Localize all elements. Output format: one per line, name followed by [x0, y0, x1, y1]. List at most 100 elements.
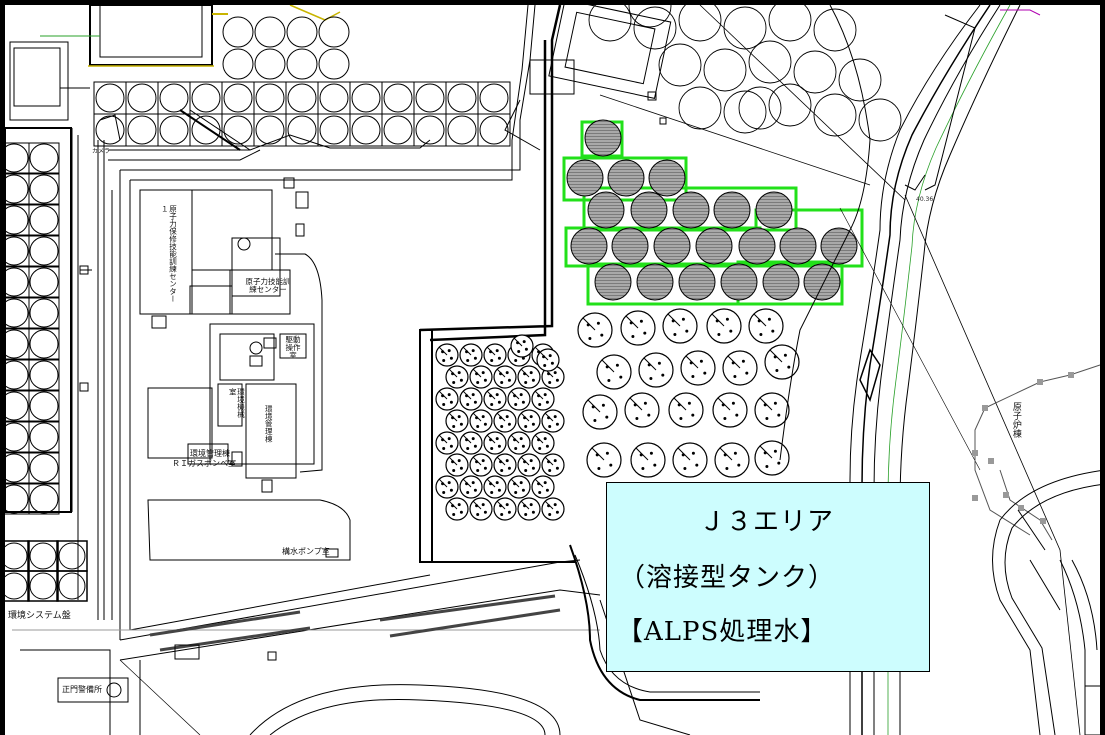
- tank: [286, 16, 318, 48]
- tank: [793, 50, 837, 94]
- welded-tank: [779, 227, 817, 265]
- tank: [29, 329, 59, 359]
- tank: [628, 0, 672, 28]
- tank: [287, 115, 317, 145]
- machine-room-label: 環境機械室: [228, 388, 246, 418]
- tank: [286, 48, 318, 80]
- system-panel-label: 環境システム盤: [8, 611, 71, 621]
- env-building-label: 環境管理棟: [264, 405, 274, 443]
- tank: [748, 40, 792, 84]
- map-frame-left: [0, 0, 5, 735]
- tank: [29, 542, 57, 570]
- tank: [351, 115, 381, 145]
- tank-rows-northwest: [93, 16, 511, 147]
- welded-tank: [653, 227, 691, 265]
- env-building-line1: 環境管理棟: [190, 449, 230, 458]
- tank: [29, 422, 59, 452]
- j3-fence-wall: [419, 329, 433, 563]
- tank: [813, 8, 857, 52]
- reactor-building-label: 原子炉棟: [1010, 402, 1021, 438]
- tank: [738, 86, 782, 130]
- callout-content-type: 【ALPS処理水】: [617, 617, 828, 647]
- west-frames: [4, 127, 113, 620]
- tank: [29, 267, 59, 297]
- area-callout-box: Ｊ３エリア （溶接型タンク） 【ALPS処理水】: [606, 482, 930, 672]
- tank: [588, 0, 632, 42]
- welded-tank: [594, 263, 632, 301]
- tank: [29, 236, 59, 266]
- tank: [447, 115, 477, 145]
- central-buildings: [57, 177, 351, 703]
- tank: [838, 58, 882, 102]
- operation-room-label: 駆動操作室: [285, 335, 301, 360]
- survey-markers: [972, 372, 1074, 524]
- tank: [0, 360, 29, 390]
- welded-tank: [630, 191, 668, 229]
- welded-tank: [607, 159, 645, 197]
- welded-tank: [695, 227, 733, 265]
- tank: [29, 174, 59, 204]
- main-gate-label: 正門警備所: [62, 685, 102, 694]
- northeast-structures: [504, 0, 672, 151]
- tank: [29, 298, 59, 328]
- corner-block: [1084, 685, 1105, 735]
- tank: [254, 16, 286, 48]
- pump-room-label: 構水ポンプ室: [282, 547, 330, 556]
- tank: [29, 205, 59, 235]
- tank: [0, 453, 29, 483]
- callout-tank-type: （溶接型タンク）: [619, 563, 836, 593]
- welded-tank: [713, 191, 751, 229]
- tank: [255, 83, 285, 113]
- tank: [29, 360, 59, 390]
- tank: [222, 16, 254, 48]
- tank: [768, 0, 812, 42]
- welded-tank: [648, 159, 686, 197]
- training-center-1-label: 原子力保修技能訓練センター１: [160, 205, 178, 303]
- tank: [658, 43, 702, 87]
- tank-column-west: [0, 142, 60, 515]
- road-network: [12, 4, 760, 735]
- tank: [0, 143, 29, 173]
- survey-line: [974, 364, 1101, 541]
- tank: [29, 143, 59, 173]
- map-frame-top: [0, 0, 1105, 5]
- tank: [633, 6, 677, 50]
- welded-tank: [584, 119, 622, 157]
- welded-tank: [755, 191, 793, 229]
- tank: [127, 83, 157, 113]
- tank: [415, 115, 445, 145]
- j3-fence-west: [419, 4, 562, 342]
- tank: [222, 48, 254, 80]
- tank: [383, 83, 413, 113]
- welded-tank: [762, 263, 800, 301]
- tank: [383, 115, 413, 145]
- tank: [95, 115, 125, 145]
- tank: [0, 267, 29, 297]
- welded-tank: [738, 227, 776, 265]
- callout-area-name: Ｊ３エリア: [699, 507, 835, 537]
- map-frame-right: [1100, 0, 1105, 735]
- tank: [255, 115, 285, 145]
- tank: [0, 205, 29, 235]
- welded-tank: [611, 227, 649, 265]
- tank: [415, 83, 445, 113]
- tank: [0, 298, 29, 328]
- welded-tank: [587, 191, 625, 229]
- welded-tank: [636, 263, 674, 301]
- tank: [29, 391, 59, 421]
- tank: [447, 83, 477, 113]
- tank: [479, 83, 509, 113]
- tank: [858, 98, 902, 142]
- welded-tank: [678, 263, 716, 301]
- welded-tank: [570, 227, 608, 265]
- welded-tank: [566, 159, 604, 197]
- tank: [351, 83, 381, 113]
- contour-elevation-label: 40.36: [916, 196, 934, 203]
- camera-sign-label: カメラ: [92, 148, 111, 155]
- tank: [319, 83, 349, 113]
- tank: [29, 572, 57, 600]
- tank: [95, 83, 125, 113]
- tank: [58, 572, 86, 600]
- welded-tank: [820, 227, 858, 265]
